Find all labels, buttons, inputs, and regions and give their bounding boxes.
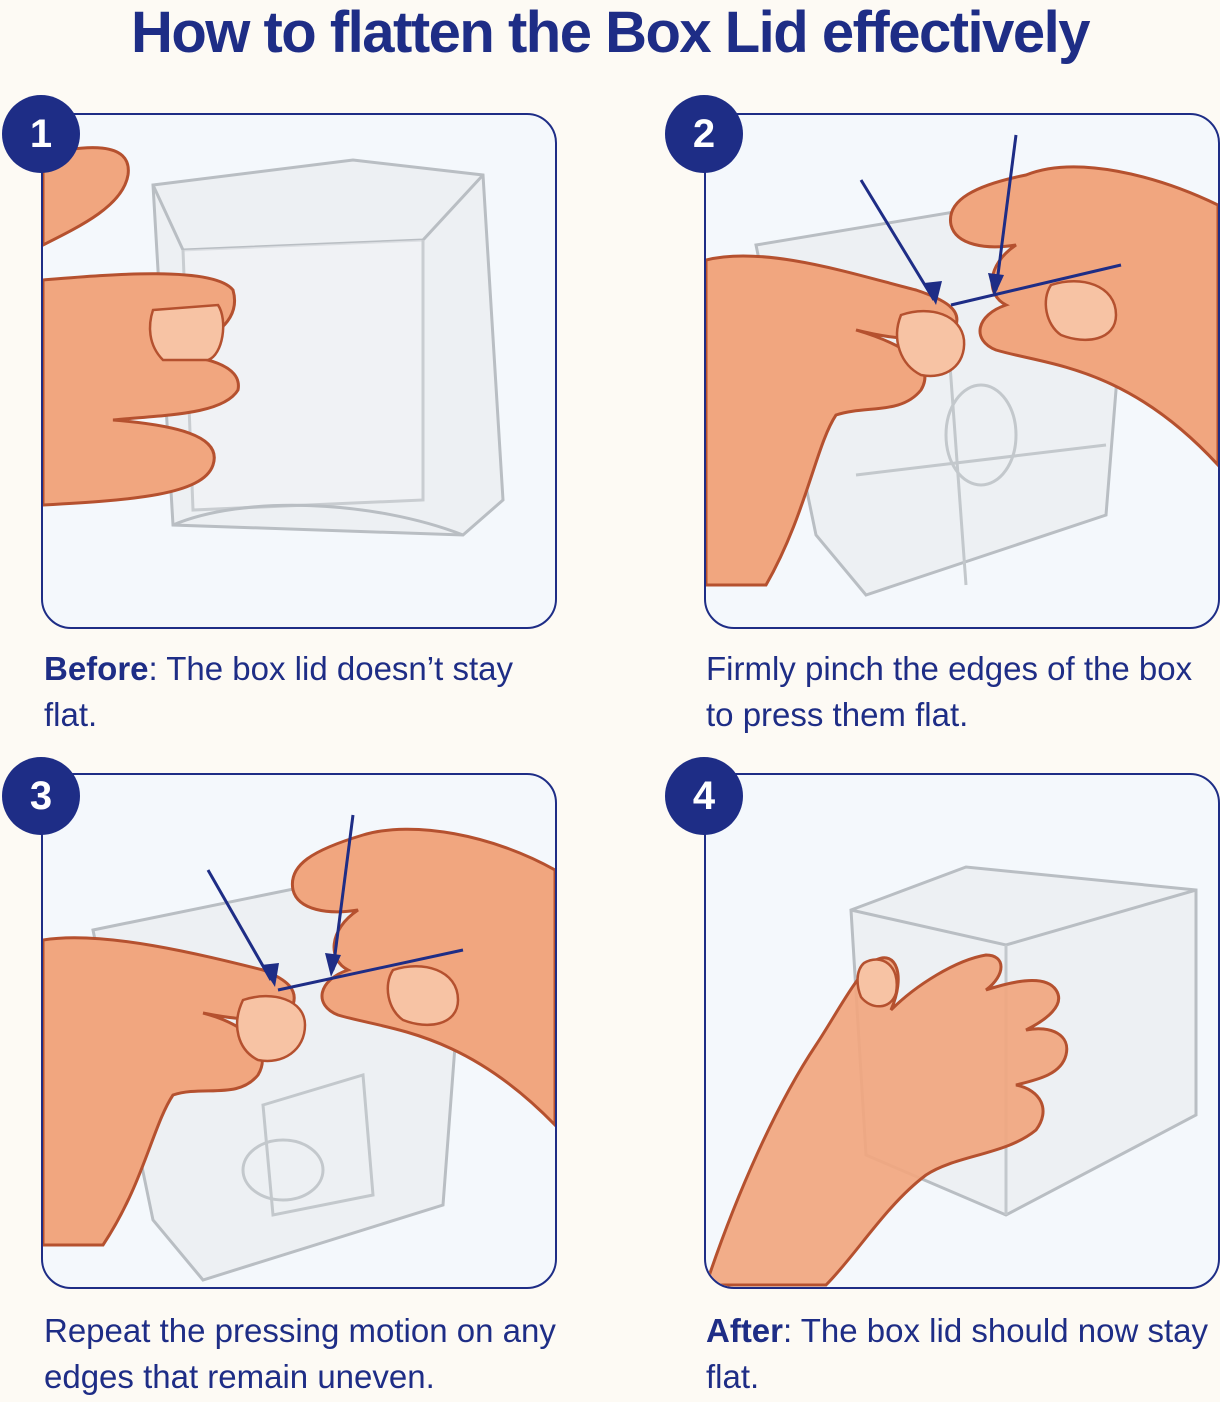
box-lid-unflat-illustration [43, 146, 505, 537]
step-illustration-panel [41, 113, 557, 629]
step-caption: Firmly pinch the edges of the box to pre… [706, 646, 1220, 738]
step-number-badge: 2 [665, 95, 743, 173]
caption-bold: Before [44, 650, 149, 687]
step-caption: Before: The box lid doesn’t stay flat. [44, 646, 564, 738]
caption-text: Repeat the pressing motion on any edges … [44, 1312, 556, 1395]
box-lid-flat-illustration [706, 865, 1198, 1287]
caption-text: : The box lid should now stay flat. [706, 1312, 1208, 1395]
repeat-pressing-illustration [43, 814, 555, 1282]
step-number-badge: 4 [665, 757, 743, 835]
caption-text: : The box lid doesn’t stay flat. [44, 650, 513, 733]
page-title: How to flatten the Box Lid effectively [130, 0, 1091, 65]
step-illustration-panel [704, 113, 1220, 629]
caption-bold: After [706, 1312, 784, 1349]
caption-text: Firmly pinch the edges of the box to pre… [706, 650, 1193, 733]
step-caption: Repeat the pressing motion on any edges … [44, 1308, 564, 1400]
pinch-edges-illustration [706, 134, 1218, 597]
step-illustration-panel [41, 773, 557, 1289]
step-illustration-panel [704, 773, 1220, 1289]
step-number-badge: 3 [2, 757, 80, 835]
step-caption: After: The box lid should now stay flat. [706, 1308, 1220, 1400]
step-number-badge: 1 [2, 95, 80, 173]
